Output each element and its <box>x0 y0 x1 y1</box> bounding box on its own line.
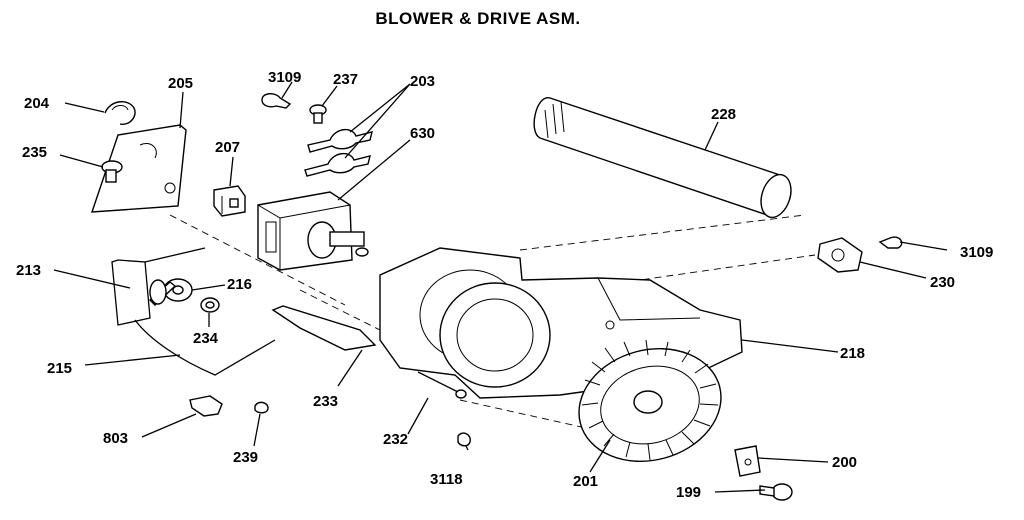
part-200-bracket <box>734 445 761 477</box>
label-216: 216 <box>227 276 252 293</box>
part-230-thermostat <box>817 237 863 273</box>
part-630-motor <box>257 191 369 271</box>
label-205: 205 <box>168 75 193 92</box>
part-3118-pin <box>457 432 471 447</box>
part-232-rod <box>417 371 467 399</box>
part-233-plate <box>271 305 377 351</box>
part-215-spring-rod <box>134 319 276 376</box>
label-215: 215 <box>47 360 72 377</box>
part-234-washer <box>200 297 220 313</box>
label-235: 235 <box>22 144 47 161</box>
label-803: 803 <box>103 430 128 447</box>
part-labels: 204 205 235 3109 237 203 207 630 228 310… <box>16 69 993 501</box>
part-213-wire-bracket <box>111 247 206 326</box>
label-200: 200 <box>832 454 857 471</box>
label-204: 204 <box>24 95 50 112</box>
label-218: 218 <box>840 345 865 362</box>
part-228-duct-tube <box>533 97 792 219</box>
label-630: 630 <box>410 125 435 142</box>
label-203: 203 <box>410 73 435 90</box>
label-201: 201 <box>573 473 598 490</box>
part-3109-bulb-right <box>878 236 903 249</box>
label-213: 213 <box>16 262 41 279</box>
label-233: 233 <box>313 393 338 410</box>
part-205-bracket <box>91 124 187 213</box>
part-237-screw <box>309 104 327 124</box>
label-237: 237 <box>333 71 358 88</box>
part-235-screw <box>101 160 123 183</box>
label-234: 234 <box>193 330 219 347</box>
label-228: 228 <box>711 106 736 123</box>
label-232: 232 <box>383 431 408 448</box>
part-803-clip <box>189 395 223 417</box>
diagram-title: BLOWER & DRIVE ASM. <box>375 9 580 28</box>
part-199-screw <box>759 483 793 501</box>
part-203-clamps <box>304 129 373 177</box>
label-3109-right: 3109 <box>960 244 993 261</box>
part-216-idler-pulley <box>148 278 193 306</box>
part-3109-bulb-top <box>261 93 292 109</box>
part-207-switch <box>213 185 246 217</box>
label-239: 239 <box>233 449 258 466</box>
leader-lines <box>53 81 948 493</box>
label-3118: 3118 <box>430 471 463 488</box>
label-3109-top: 3109 <box>268 69 301 86</box>
part-204-clip <box>104 101 136 125</box>
label-230: 230 <box>930 274 955 291</box>
part-239-tie <box>254 401 269 414</box>
label-207: 207 <box>215 139 240 156</box>
label-199: 199 <box>676 484 701 501</box>
part-201-blower-wheel <box>578 339 722 462</box>
